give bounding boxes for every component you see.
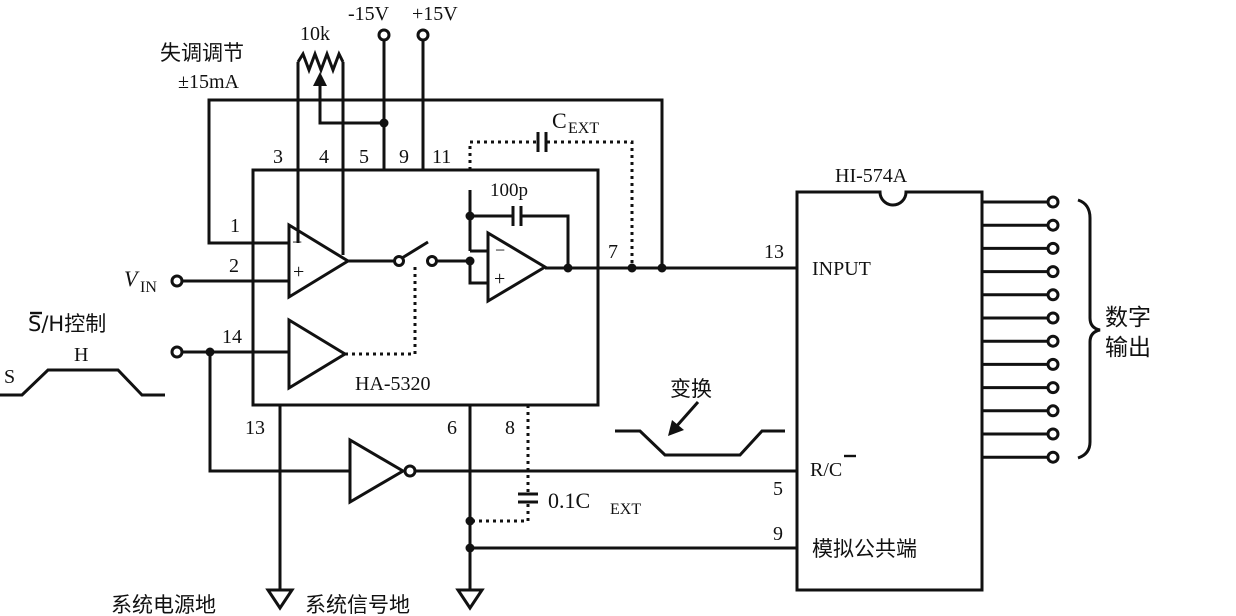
digital-output-label-1: 数字 xyxy=(1105,305,1151,331)
digital-output-terminal[interactable] xyxy=(1046,288,1060,302)
switch-contact-left xyxy=(393,255,405,267)
hi574a-input-label: INPUT xyxy=(812,258,871,280)
offset-current-label: ±15mA xyxy=(178,71,240,93)
sh-control-terminal[interactable] xyxy=(170,345,184,359)
pin-13-label: 13 xyxy=(245,417,265,439)
c100p-label: 100p xyxy=(490,180,528,201)
inverter-bubble xyxy=(403,464,417,478)
hi574a-chip-body xyxy=(795,190,984,592)
vin-label: V xyxy=(124,266,140,291)
ha5320-chip-body xyxy=(251,168,600,407)
hold-node-junction xyxy=(465,256,475,266)
digital-output-terminal[interactable] xyxy=(1046,265,1060,279)
pin-6-label: 6 xyxy=(447,417,457,439)
c01-gnd-junction xyxy=(465,516,475,526)
cext-sub-label: EXT xyxy=(568,120,599,137)
output-bracket xyxy=(1077,198,1101,460)
pin-9-label: 9 xyxy=(399,146,409,168)
control-buffer xyxy=(287,317,348,391)
analog-common-junction xyxy=(465,543,475,553)
s-label: S xyxy=(4,366,15,388)
convert-arrow-head xyxy=(668,420,684,436)
cext-junction xyxy=(627,263,637,273)
c01-gnd-dotted xyxy=(470,504,530,523)
pot-wiper-arrow xyxy=(313,72,327,86)
input-amplifier xyxy=(287,222,351,300)
pos-supply-label: +15V xyxy=(412,3,458,25)
pot-wiper-wire xyxy=(318,80,384,125)
vin-sub-label: IN xyxy=(140,279,157,296)
digital-output-terminal[interactable] xyxy=(1046,195,1060,209)
digital-output-terminal[interactable] xyxy=(1046,450,1060,464)
output-amplifier xyxy=(486,230,548,304)
pot-value-label: 10k xyxy=(300,23,330,45)
power-ground-symbol xyxy=(265,588,295,611)
hi574a-analog-common-label: 模拟公共端 xyxy=(812,537,917,561)
convert-label: 变换 xyxy=(670,377,712,401)
c01-sub-label: EXT xyxy=(610,501,641,518)
cext-label: C xyxy=(552,108,567,133)
sample-switch-blade xyxy=(401,240,429,260)
signal-ground-symbol xyxy=(455,588,485,611)
amp2-minus: − xyxy=(495,240,505,260)
inverter-gate xyxy=(348,437,406,505)
neg-supply-label: -15V xyxy=(348,3,390,25)
amp1-plus: + xyxy=(293,261,304,283)
digital-output-label-2: 输出 xyxy=(1105,335,1151,361)
cext-right-wire xyxy=(547,140,634,268)
switch-contact-right xyxy=(426,255,438,267)
ha5320-label: HA-5320 xyxy=(355,373,431,395)
switch-control-dotted xyxy=(345,267,417,356)
vin-terminal[interactable] xyxy=(170,274,184,288)
pin-8-label: 8 xyxy=(505,417,515,439)
cext-left-wire xyxy=(468,140,537,170)
amp2-out-junction xyxy=(563,263,573,273)
pin-1-label: 1 xyxy=(230,215,240,237)
convert-arrow-line xyxy=(673,401,700,429)
offset-potentiometer xyxy=(296,49,345,75)
pin1-feedback-wire xyxy=(207,98,664,268)
digital-output-terminal[interactable] xyxy=(1046,381,1060,395)
neg-supply-terminal[interactable] xyxy=(377,28,391,42)
hi-pin-9-label: 9 xyxy=(773,523,783,545)
convert-waveform xyxy=(615,429,785,457)
pin-11-label: 11 xyxy=(432,146,451,168)
offset-adjust-label: 失调调节 xyxy=(160,41,244,65)
digital-output-terminal[interactable] xyxy=(1046,427,1060,441)
pin-14-label: 14 xyxy=(222,326,242,348)
pin-7-label: 7 xyxy=(608,241,618,263)
switch-to-amp2-plus xyxy=(436,259,488,285)
hi-pin-13-label: 13 xyxy=(764,241,784,263)
feedback-junction xyxy=(657,263,667,273)
hi574a-rc-label: R/C xyxy=(810,459,842,481)
c01-label: 0.1C xyxy=(548,488,590,513)
digital-output-terminal[interactable] xyxy=(1046,334,1060,348)
hi-pin-5-label: 5 xyxy=(773,478,783,500)
hi574a-label: HI-574A xyxy=(835,165,908,187)
h-label: H xyxy=(74,344,88,366)
digital-output-lines xyxy=(982,195,1060,464)
pos-supply-terminal[interactable] xyxy=(416,28,430,42)
sys-signal-gnd-label: 系统信号地 xyxy=(305,593,410,616)
c100p-right-wire xyxy=(522,214,570,268)
sh-control-waveform xyxy=(0,368,165,397)
digital-output-terminal[interactable] xyxy=(1046,404,1060,418)
pin-5-label: 5 xyxy=(359,146,369,168)
sh-control-label: S/H控制 xyxy=(28,312,106,336)
amp2-plus: + xyxy=(494,268,505,290)
digital-output-terminal[interactable] xyxy=(1046,311,1060,325)
pin-4-label: 4 xyxy=(319,146,329,168)
digital-output-terminal[interactable] xyxy=(1046,357,1060,371)
sys-power-gnd-label: 系统电源地 xyxy=(111,593,216,616)
digital-output-terminal[interactable] xyxy=(1046,218,1060,232)
pin-3-label: 3 xyxy=(273,146,283,168)
pin-2-label: 2 xyxy=(229,255,239,277)
digital-output-terminal[interactable] xyxy=(1046,241,1060,255)
inverter-input-wire xyxy=(208,352,350,473)
